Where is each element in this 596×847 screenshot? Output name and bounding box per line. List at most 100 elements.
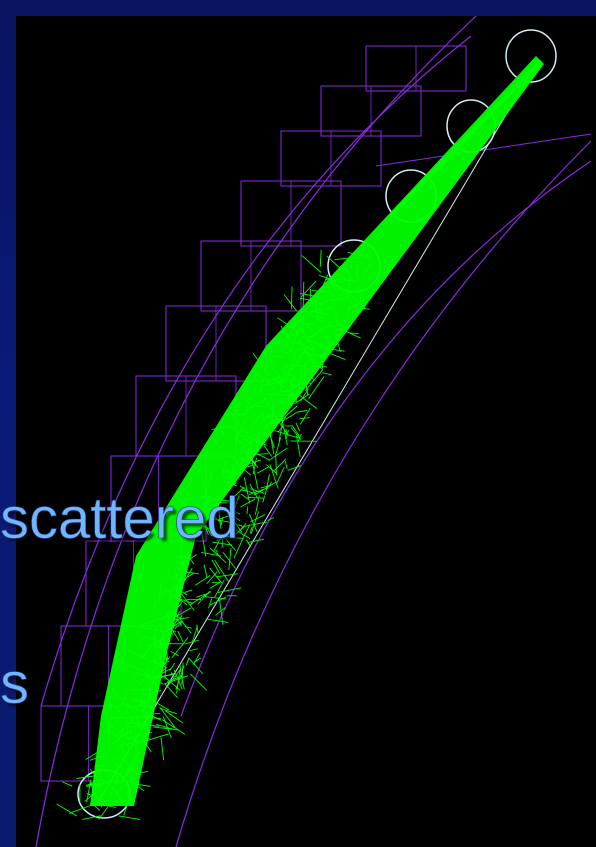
scattered-track [268,359,276,365]
scattered-track [293,326,301,344]
scattered-track [285,345,294,354]
scattered-track [186,572,195,578]
scattered-track [163,675,188,685]
scattered-track [279,366,287,393]
scattered-track [296,435,301,457]
scattered-track [232,458,251,476]
scattered-track [338,278,357,282]
scattered-track [179,665,182,673]
scattered-track [118,815,140,820]
scattered-track [246,405,269,408]
scattered-track [137,770,148,774]
scattered-track [146,728,152,735]
scattered-track [290,353,303,371]
scattered-track [238,469,244,475]
scattered-track [167,613,173,636]
scattered-track [127,743,130,751]
scattered-track [166,668,182,688]
scattered-track [151,660,168,669]
simulation-view [16,16,596,847]
scattered-track [275,453,278,476]
scattered-track [116,779,131,789]
scattered-track [297,410,308,413]
scattered-track [279,332,297,344]
scattered-track [114,706,121,714]
scattered-track [184,626,192,629]
scattered-track [266,464,277,474]
scattered-track [230,413,245,416]
scattered-track [285,411,298,420]
scattered-track [240,498,256,508]
scattered-track [181,662,184,685]
scattered-track [232,415,248,434]
scattered-track [269,395,272,406]
scattered-track [120,744,130,767]
scattered-track [271,365,280,377]
scattered-track [131,722,160,727]
scattered-track [162,716,172,739]
scattered-track [255,453,269,455]
scattered-track [134,783,145,792]
scattered-track [146,665,150,690]
beam-circle-1 [505,29,557,83]
scattered-track [97,768,104,787]
scattered-track [142,733,169,743]
scattered-track [235,459,262,469]
scattered-track [175,607,191,618]
scattered-track [174,620,184,630]
scattered-track [347,282,351,290]
scattered-track [295,422,301,432]
scattered-track [187,555,195,565]
scattered-track [132,783,151,787]
scattered-track [108,783,124,799]
scattered-track [346,306,351,317]
scattered-track [327,279,333,287]
scattered-track [89,755,102,761]
scattered-track [295,390,303,393]
scattered-track [189,648,198,651]
scattered-track [163,639,171,651]
detector-wall-2 [175,140,592,847]
scattered-track [156,649,164,671]
scattered-track [161,719,186,735]
scattered-track [347,251,372,258]
scattered-track [186,530,193,540]
scattered-track [284,461,288,469]
scattered-track [167,635,172,642]
scattered-track [178,499,199,514]
scattered-track [127,721,135,725]
scattered-track [320,342,335,358]
scattered-track [227,469,231,477]
scattered-track [250,511,260,534]
scattered-track [153,726,180,731]
scattered-track [183,571,200,575]
scattered-track [209,581,222,589]
scattered-track [319,327,326,333]
scattered-track [159,629,168,644]
scattered-track [262,414,276,418]
scattered-track [263,445,273,457]
scattered-track [109,774,118,797]
scattered-track [221,460,226,478]
scattered-track [346,291,367,310]
scattered-track [192,652,201,665]
scattered-track [290,286,293,310]
scattered-track [343,262,352,281]
scattered-track [285,323,298,340]
scattered-track [56,803,78,817]
scattered-track [248,513,258,532]
scattered-track [262,412,266,419]
scattered-track [172,596,194,605]
scattered-track [295,375,302,403]
scattered-track [206,571,218,585]
scattered-track [327,297,347,302]
scattered-track [262,495,266,503]
scattered-track [243,434,267,446]
scattered-track [334,256,359,261]
scattered-track [147,676,156,698]
scattered-track [125,708,133,720]
scattered-track [307,339,322,347]
scattered-track [279,344,287,347]
scattered-track [148,698,170,711]
scattered-track [159,706,176,728]
